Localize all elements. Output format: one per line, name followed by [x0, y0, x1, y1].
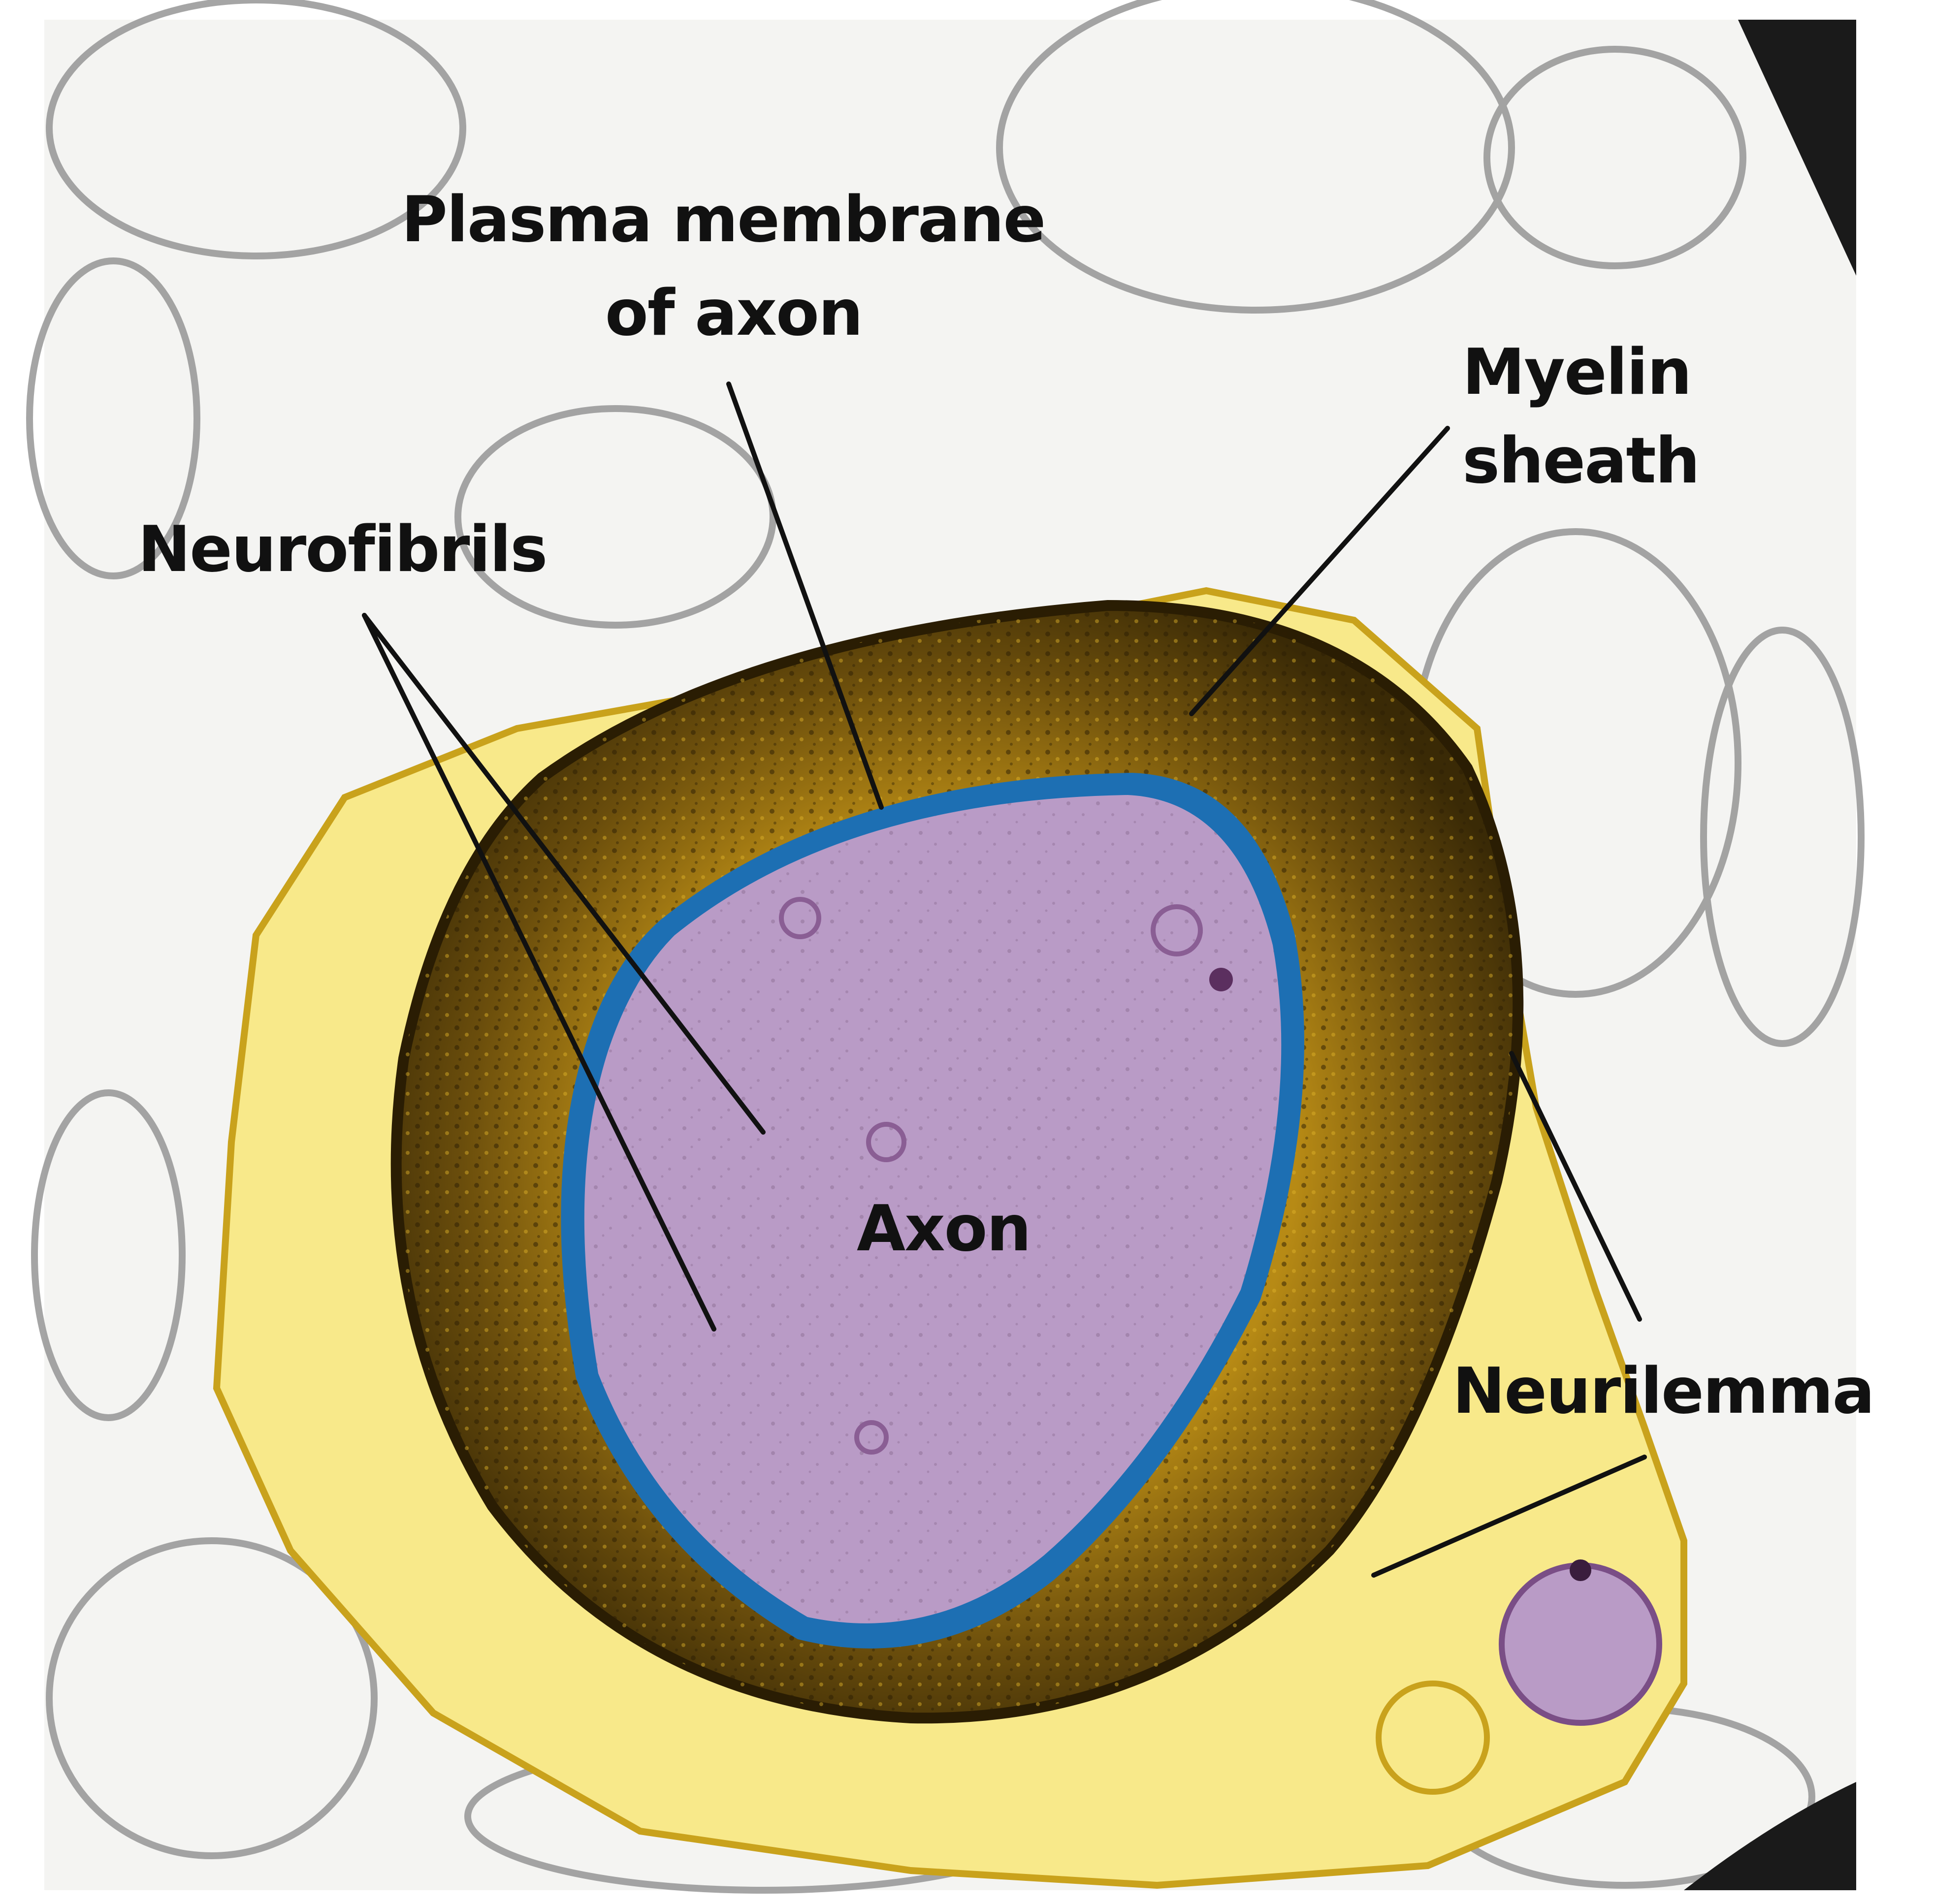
axon-label: Axon: [857, 1192, 1031, 1266]
myelin-sheath-label-line-2: sheath: [1462, 424, 1699, 498]
neurofibrils-label: Neurofibrils: [138, 513, 547, 586]
axon-dark-granule: [1209, 968, 1233, 991]
plasma-membrane-label-line-1: Plasma membrane: [401, 183, 1045, 256]
myelin-sheath-label-line-1: Myelin: [1462, 336, 1691, 409]
small-axon: [1502, 1565, 1659, 1723]
plasma-membrane-label-line-2: of axon: [605, 277, 862, 350]
small-axon-granule: [1570, 1559, 1591, 1581]
neurilemma-label: Neurilemma: [1452, 1355, 1874, 1428]
